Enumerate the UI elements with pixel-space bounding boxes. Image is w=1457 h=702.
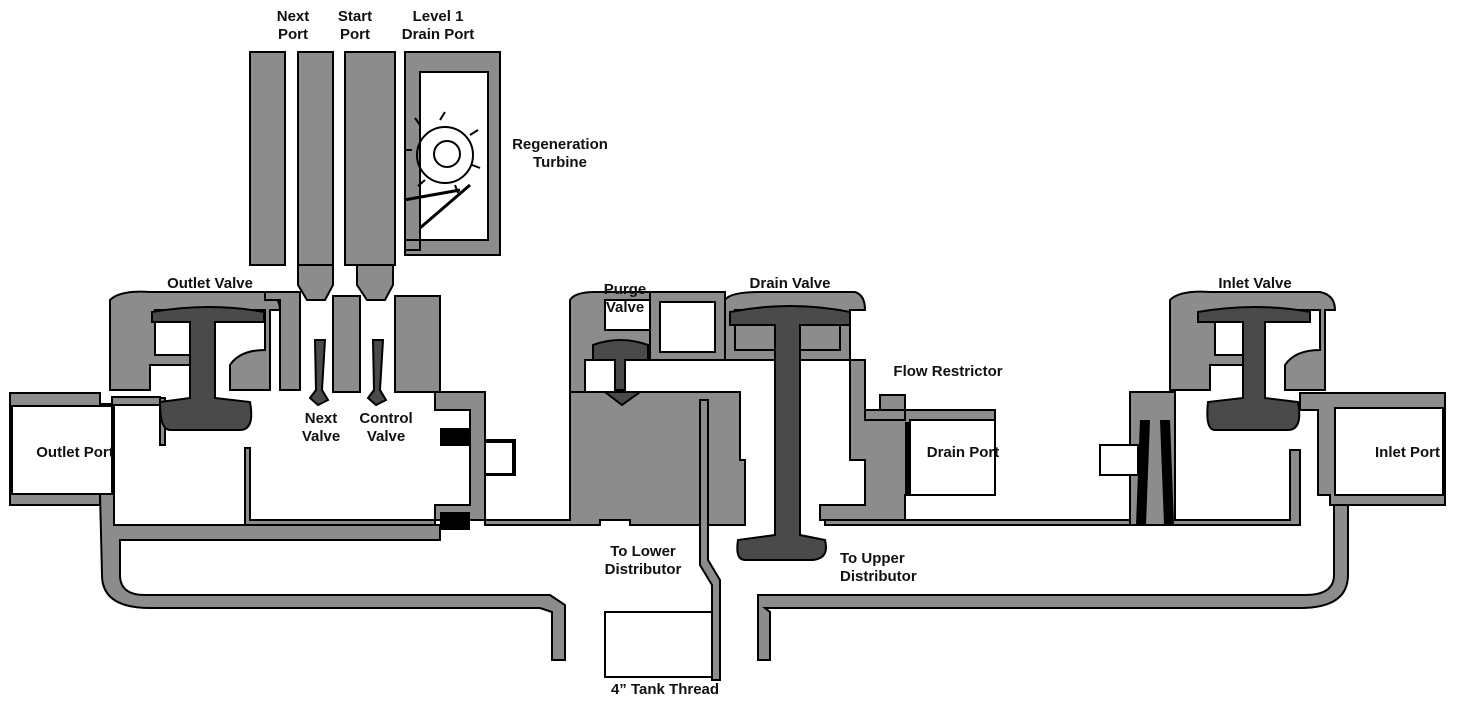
purge-piston xyxy=(592,339,649,391)
center-chamber-wall xyxy=(484,391,746,526)
outlet-piston xyxy=(151,306,265,431)
label-inlet-valve: Inlet Valve xyxy=(1218,275,1292,292)
center-riser xyxy=(699,399,721,681)
outlet-port-opening xyxy=(11,405,113,495)
label-drain-port: Drain Port xyxy=(926,444,1000,461)
label-control-valve: Control Valve xyxy=(359,410,413,445)
main-channel-floor-right xyxy=(757,499,1349,661)
purge-box-inner xyxy=(659,301,716,353)
label-outlet-port: Outlet Port xyxy=(36,444,114,461)
label-tank-thread: 4” Tank Thread xyxy=(610,681,720,698)
valve-stack-body xyxy=(264,291,301,391)
label-flow-restrictor: Flow Restrictor xyxy=(893,363,1003,380)
label-level1-drain-port: Level 1 Drain Port xyxy=(401,8,475,43)
inlet-side-pipe xyxy=(1099,444,1139,476)
seal-upper xyxy=(440,428,470,446)
regen-housing xyxy=(404,51,501,256)
label-purge-valve: Purge Valve xyxy=(603,281,647,316)
inlet-restrictor-right xyxy=(1160,420,1174,525)
tank-thread-opening xyxy=(604,611,716,678)
valve-stack-right xyxy=(394,295,441,393)
spool-port-left xyxy=(297,264,334,301)
label-next-port: Next Port xyxy=(276,8,310,43)
drain-port-opening xyxy=(909,419,996,496)
drain-piston xyxy=(729,305,851,561)
valve-stack-block xyxy=(332,295,361,393)
label-inlet-port: Inlet Port xyxy=(1374,444,1440,461)
main-channel-wall xyxy=(98,492,566,661)
regen-block-mid2 xyxy=(344,51,396,266)
inlet-piston xyxy=(1197,306,1311,431)
next-valve-stem xyxy=(308,339,330,407)
label-to-upper-distributor: To Upper Distributor xyxy=(840,550,917,585)
label-outlet-valve: Outlet Valve xyxy=(167,275,253,292)
label-regeneration-turbine: Regeneration Turbine xyxy=(512,136,608,171)
label-next-valve: Next Valve xyxy=(301,410,341,445)
regen-block-left xyxy=(249,51,286,266)
turbine-icon xyxy=(403,111,481,230)
seal-lower xyxy=(440,512,470,530)
drain-restrictor-body xyxy=(864,409,906,421)
inlet-port-opening xyxy=(1334,407,1444,496)
label-drain-valve: Drain Valve xyxy=(749,275,831,292)
outlet-chamber-inner xyxy=(244,447,436,526)
drain-restrictor-seal xyxy=(905,422,911,495)
side-pipe xyxy=(484,441,514,475)
bottom-pipe-connector xyxy=(824,519,1131,526)
label-to-lower-distributor: To Lower Distributor xyxy=(604,543,682,578)
inlet-restrictor-left xyxy=(1136,420,1150,525)
purge-valve-tip xyxy=(602,391,644,407)
spool-port-right xyxy=(356,264,394,301)
label-start-port: Start Port xyxy=(337,8,373,43)
control-valve-stem xyxy=(366,339,388,407)
regen-block-mid1 xyxy=(297,51,334,266)
